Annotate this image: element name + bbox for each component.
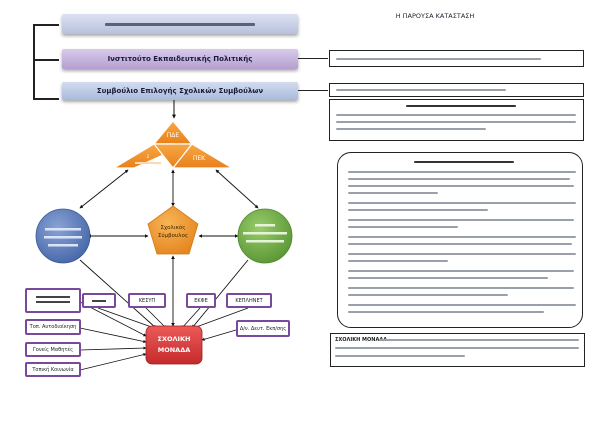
bracket-tick-bottom (33, 98, 59, 100)
band-ministry-blurred-title (105, 22, 255, 26)
blue-to-school-arrow (79, 259, 157, 329)
bottom-desc-lead: ΣΧΟΛΙΚΗ ΜΟΝΑΔΑ (335, 337, 388, 343)
triangle-to-green-arrow (215, 169, 259, 209)
left-box-local-society: Τοπική Κοινωνία (25, 362, 81, 377)
left-box-4-arrow (79, 353, 147, 371)
node-orange-pentagon (147, 205, 199, 255)
units-desc-line (348, 294, 508, 296)
left-box-parents: Γονείς Μαθητές (25, 342, 81, 357)
band-policy: Ινστιτούτο Εκπαιδευτικής Πολιτικής (62, 49, 298, 69)
node-blue-blurred-line-3 (48, 244, 78, 247)
units-desc-line (348, 178, 570, 180)
bottom-desc-line-2 (335, 347, 579, 349)
units-desc-line (348, 277, 548, 279)
units-desc-line (348, 304, 576, 306)
node-advisor-label-2: Σύμβουλος (158, 232, 188, 239)
units-desc-line (348, 192, 438, 194)
units-desc-line (348, 236, 576, 238)
left-bracket-line (33, 24, 35, 100)
node-green-blurred-line-3 (246, 240, 284, 243)
left-box-3-arrow (79, 346, 147, 351)
row-box-first (82, 293, 116, 308)
hierarchy-diagram: ΠΔΕ ΠΕΚ 2 Σχολικός Σύμβουλος ΣΧΟΛΙΚΗ ΜΟΝ… (35, 100, 293, 371)
school-unit-box (145, 325, 203, 365)
regional-desc-box (329, 99, 584, 141)
row-box-kpe-label: ΚΕΠΛΗΝΕΤ (235, 297, 263, 304)
school-unit-label-2: ΜΟΝΑΔΑ (158, 346, 191, 354)
node-green-blurred-line-1 (255, 224, 275, 227)
bracket-tick-top (33, 24, 59, 26)
right-box-directorate-label: Δ/ν. Δευτ. Εκπ/σης (239, 325, 287, 332)
row-box-ekfe-label: ΕΚΦΕ (194, 297, 208, 304)
units-desc-line (348, 287, 574, 289)
node-blue-blurred-line-2 (44, 236, 82, 239)
right-box-arrow (201, 329, 237, 341)
units-desc-line (348, 311, 544, 313)
units-desc-line (348, 260, 448, 262)
units-desc-line (348, 219, 574, 221)
units-desc-line (348, 185, 574, 187)
row-box-kesyp: ΚΕΣΥΠ (128, 293, 166, 308)
node-pde-label: ΠΔΕ (167, 132, 180, 139)
node-pek-label: ΠΕΚ (193, 155, 206, 162)
advisors-desc-box (329, 83, 584, 97)
school-unit-label-1: ΣΧΟΛΙΚΗ (158, 335, 191, 343)
units-desc-line (348, 209, 488, 211)
node-advisor-label-1: Σχολικός (161, 224, 186, 231)
left-box-local-gov-label: Τοπ. Αυτοδιοίκηση (29, 324, 77, 330)
band-policy-label: Ινστιτούτο Εκπαιδευτικής Πολιτικής (107, 55, 253, 63)
units-desc-line (348, 253, 576, 255)
left-box-parents-label: Γονείς Μαθητές (32, 346, 74, 353)
units-desc-line (348, 202, 576, 204)
row-box-3-arrow (181, 307, 201, 329)
left-box-local-society-label: Τοπική Κοινωνία (32, 366, 74, 373)
left-box-first (25, 288, 81, 313)
node-blue-blurred-line-1 (45, 228, 81, 231)
row-box-ekfe: ΕΚΦΕ (186, 293, 216, 308)
units-desc-title (414, 161, 514, 163)
bottom-desc-line-3 (335, 355, 465, 357)
row-box-first-blurred-label (92, 299, 106, 302)
policy-desc-box (329, 50, 584, 67)
regional-desc-line-2 (336, 121, 576, 123)
bracket-tick-middle (33, 59, 59, 61)
left-box-2-arrow (79, 327, 147, 344)
regional-desc-line-1 (336, 114, 576, 116)
band-advisors: Συμβούλιο Επιλογής Σχολικών Συμβούλων (62, 82, 298, 100)
green-to-school-arrow (191, 259, 249, 329)
band-ministry (62, 14, 298, 34)
right-box-directorate: Δ/ν. Δευτ. Εκπ/σης (236, 320, 290, 337)
units-desc-box (337, 152, 583, 328)
bottom-desc-box: ΣΧΟΛΙΚΗ ΜΟΝΑΔΑ (330, 333, 585, 367)
units-desc-line (348, 243, 572, 245)
policy-desc-line (336, 58, 541, 60)
units-desc-line (348, 270, 574, 272)
triangle-left-number: 2 (147, 154, 150, 159)
arrow-policy-line (298, 58, 328, 59)
row-box-2-arrow (145, 307, 167, 329)
current-state-title: Η ΠΑΡΟΥΣΑ ΚΑΤΑΣΤΑΣΗ (395, 12, 475, 20)
regional-desc-title (406, 105, 516, 107)
regional-desc-line-3 (336, 128, 486, 130)
left-box-first-blurred-label (36, 295, 70, 306)
left-box-local-gov: Τοπ. Αυτοδιοίκηση (25, 319, 81, 335)
triangle-right-segment (171, 143, 235, 169)
units-desc-line (348, 226, 458, 228)
triangle-to-blue-arrow (79, 169, 129, 209)
units-desc-line (348, 171, 576, 173)
band-advisors-label: Συμβούλιο Επιλογής Σχολικών Συμβούλων (96, 87, 264, 95)
pde-pek-triangle (111, 120, 235, 169)
advisors-desc-line (336, 89, 506, 91)
node-green-circle (237, 208, 293, 264)
row-box-kesyp-label: ΚΕΣΥΠ (138, 297, 156, 304)
arrow-advisors-line (298, 90, 328, 91)
node-green-blurred-line-2 (243, 232, 287, 235)
bottom-desc-line-1 (379, 339, 579, 341)
row-box-kpe: ΚΕΠΛΗΝΕΤ (226, 293, 272, 308)
triangle-left-blurred-label (135, 162, 161, 164)
